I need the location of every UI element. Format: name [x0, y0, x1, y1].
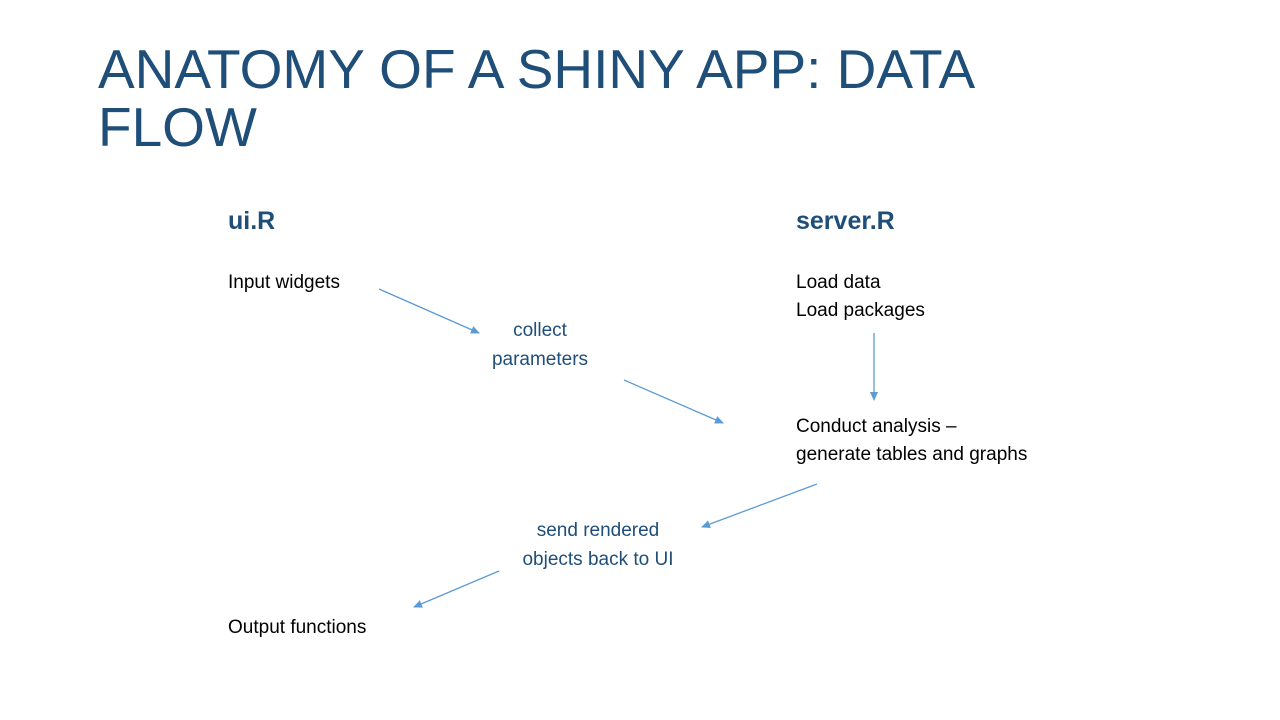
- conduct-analysis-text: Conduct analysis –: [796, 416, 957, 437]
- collect-label-line-2: parameters: [491, 349, 589, 370]
- output-functions-text: Output functions: [228, 617, 367, 638]
- arrow-analysis-to-send: [701, 483, 818, 528]
- send-label-line-2: objects back to UI: [522, 549, 674, 570]
- arrow-collect-to-analysis: [623, 379, 724, 424]
- collect-label-line-1: collect: [513, 320, 567, 341]
- send-label-line-1: send rendered: [536, 520, 660, 541]
- load-block: Load data Load packages: [796, 269, 925, 325]
- input-widgets-text: Input widgets: [228, 272, 340, 293]
- load-data-text: Load data: [796, 272, 881, 293]
- analysis-block: Conduct analysis – generate tables and g…: [796, 413, 1027, 469]
- collect-parameters-label: collect parameters: [440, 316, 640, 374]
- server-r-heading: server.R: [796, 207, 895, 235]
- ui-r-heading: ui.R: [228, 207, 276, 235]
- send-rendered-label: send rendered objects back to UI: [478, 516, 718, 574]
- load-packages-text: Load packages: [796, 300, 925, 321]
- slide-title: ANATOMY OF A SHINY APP: DATA FLOW: [98, 38, 973, 158]
- arrow-send-to-output: [413, 570, 500, 608]
- generate-tables-text: generate tables and graphs: [796, 444, 1028, 465]
